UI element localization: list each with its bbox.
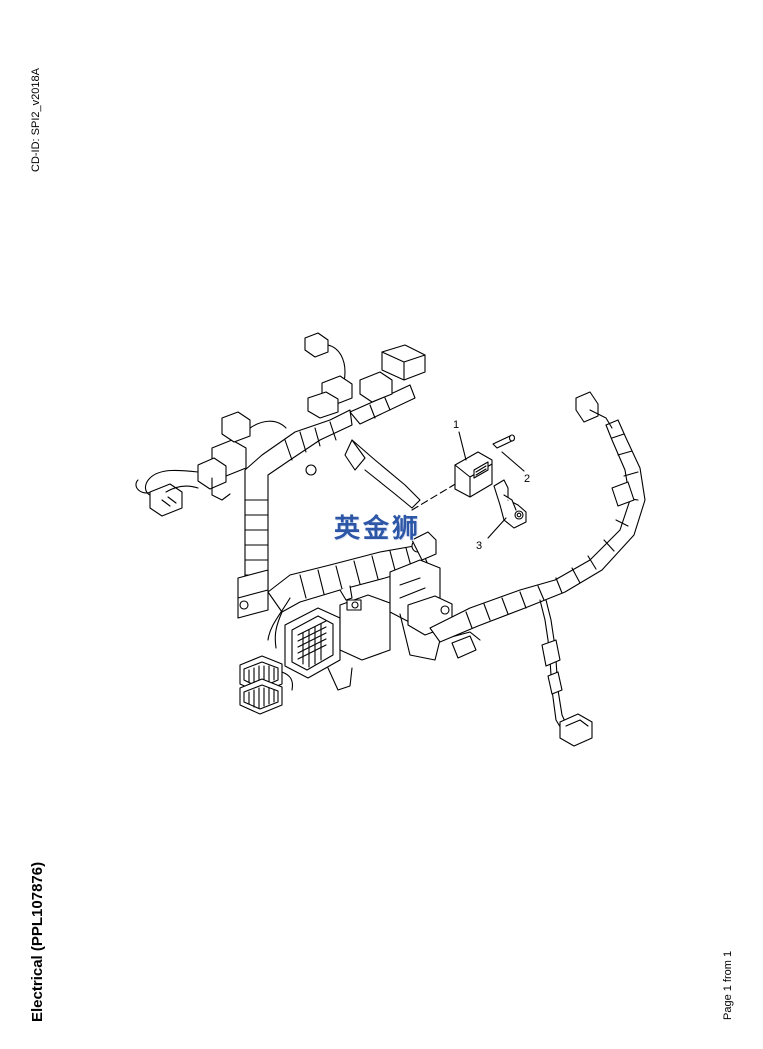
callout-1: 1 — [453, 419, 459, 431]
lower-left-plug-connectors — [239, 655, 294, 715]
part-1-connector-housing — [454, 451, 493, 498]
callout-3: 3 — [476, 540, 482, 552]
part-3-clip-bracket — [493, 479, 527, 529]
part-2-pin — [492, 434, 516, 449]
dashed-leader-line — [411, 479, 463, 511]
main-ecu-connector — [284, 594, 391, 691]
left-connectors — [135, 411, 287, 517]
top-connectors — [304, 332, 426, 419]
harness-right-center-cluster — [389, 531, 481, 661]
callout-leaders — [458, 431, 525, 539]
callout-2: 2 — [524, 473, 530, 485]
harness-right-branch — [429, 391, 646, 747]
harness-left-upper-branch — [244, 384, 416, 593]
harness-left-lower-trunk — [237, 569, 269, 619]
watermark-logo-text: 英金狮 — [334, 514, 422, 544]
